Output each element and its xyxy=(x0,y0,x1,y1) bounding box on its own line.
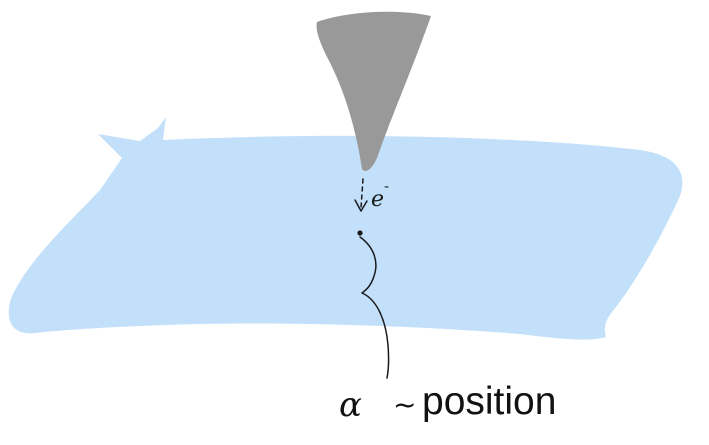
alpha-symbol: α xyxy=(339,385,362,425)
electron-label: e xyxy=(371,187,384,212)
target-dot xyxy=(357,230,363,236)
sample-surface xyxy=(8,117,683,340)
electron-superscript: - xyxy=(384,179,389,195)
electron-path xyxy=(360,178,364,209)
electron-label-main: e xyxy=(371,187,384,212)
curly-brace xyxy=(359,236,390,379)
electron-arrowhead xyxy=(354,199,368,212)
position-label: position xyxy=(422,380,557,423)
tilde-symbol: ~ xyxy=(393,388,416,421)
stm-tip-cone xyxy=(316,11,431,171)
